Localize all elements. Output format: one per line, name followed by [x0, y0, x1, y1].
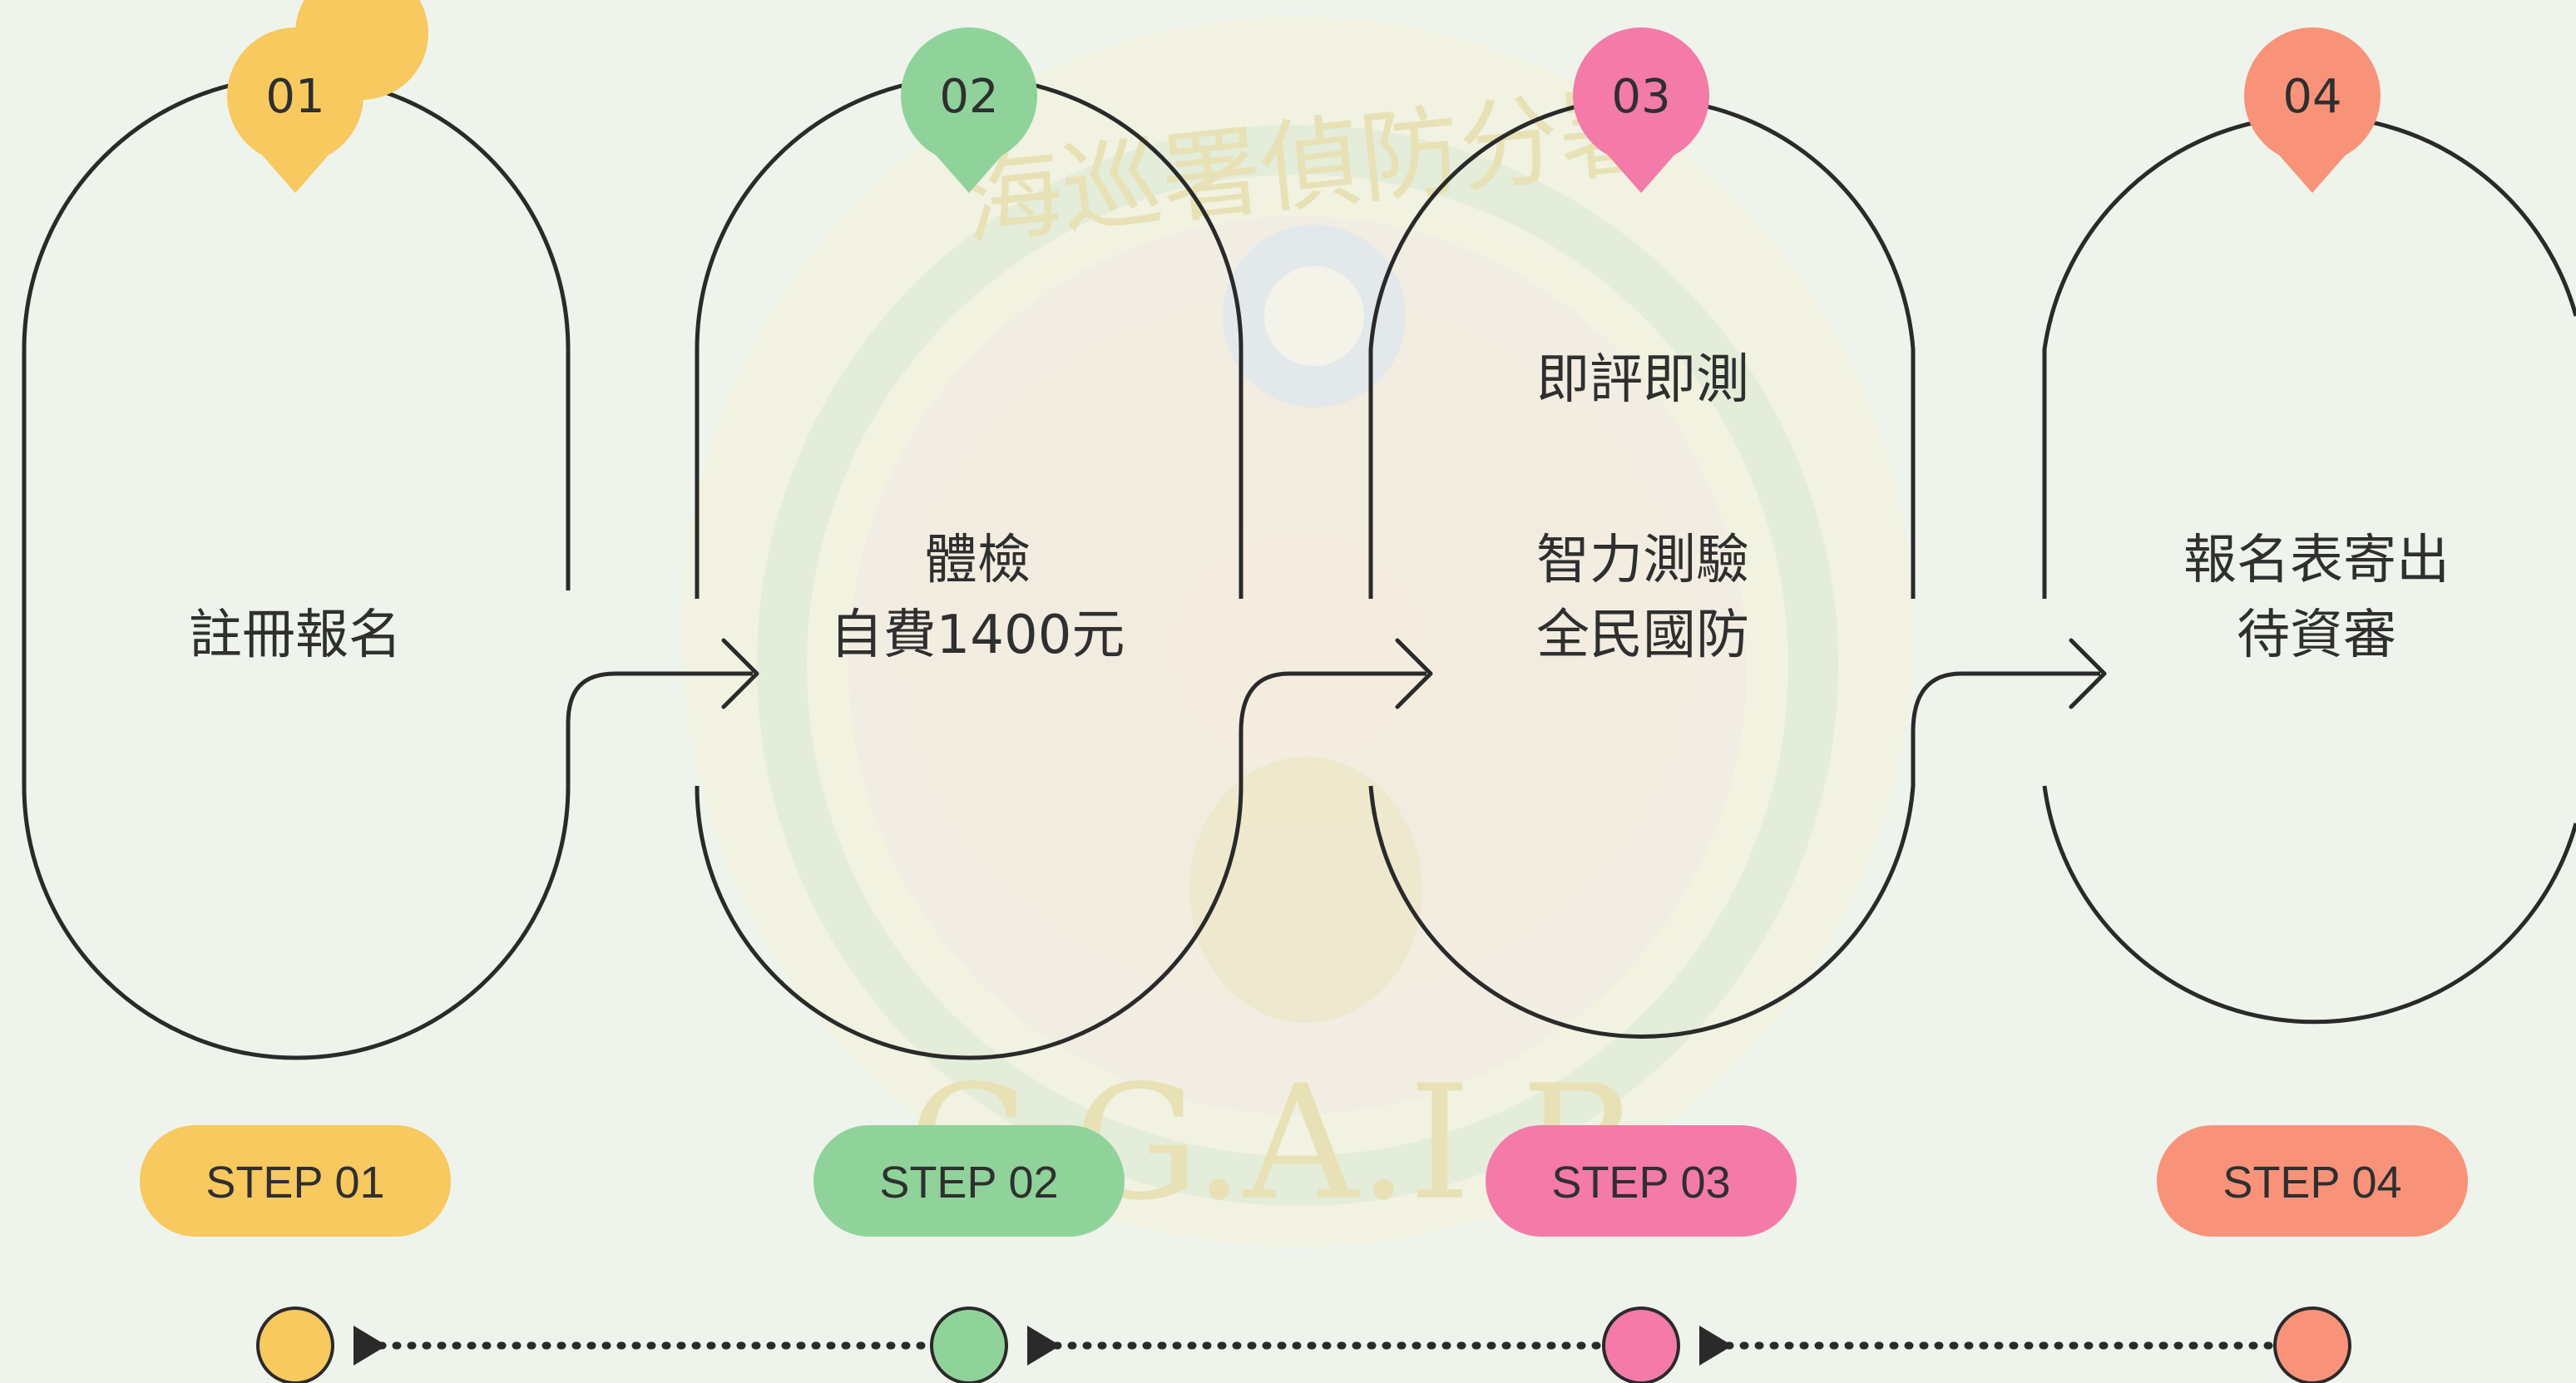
pin-4-label: 04 [2282, 70, 2341, 124]
step-4-line-1: 報名表寄出 [2183, 530, 2450, 591]
pin-3: 03 [1573, 27, 1709, 193]
step-2-text: 體檢 自費1400元 [830, 530, 1125, 666]
pin-2-label: 02 [939, 70, 998, 124]
arrowhead-3 [2069, 638, 2107, 709]
capsule-3-bottom [1368, 671, 2100, 1039]
capsule-4-bottom [2042, 785, 2576, 1025]
track-dot-4 [2273, 1306, 2351, 1383]
track-dot-2 [930, 1306, 1008, 1383]
track-arrow-2 [1027, 1326, 1061, 1366]
step-1-line-1: 註冊報名 [189, 605, 402, 666]
step-1-text: 註冊報名 [189, 605, 402, 666]
step-4-text: 報名表寄出 待資審 [2183, 530, 2450, 666]
progress-track [256, 1306, 2351, 1383]
step-pill-2-label: STEP 02 [879, 1158, 1058, 1208]
step-pill-4-label: STEP 04 [2222, 1158, 2401, 1208]
step-3-text: 即評即測 智力測驗 全民國防 [1536, 349, 1749, 666]
step-3-line-3: 智力測驗 [1536, 530, 1749, 591]
watermark-emblem: 海巡署偵防分署 C.G.A.I.B. [682, 17, 1913, 1247]
step-pill-3: STEP 03 [1486, 1125, 1797, 1237]
step-pill-1-label: STEP 01 [205, 1158, 384, 1208]
step-4-line-2: 待資審 [2237, 605, 2396, 666]
step-3-line-4: 全民國防 [1536, 605, 1749, 666]
arrowheads [721, 638, 2107, 709]
capsule-1 [22, 75, 753, 1060]
pin-1: 01 [227, 0, 428, 193]
step-pill-3-label: STEP 03 [1551, 1158, 1730, 1208]
step-pill-2: STEP 02 [813, 1125, 1125, 1237]
step-2-line-1: 體檢 [924, 530, 1031, 591]
step-pill-1: STEP 01 [140, 1125, 451, 1237]
capsule-2-bottom [695, 671, 1426, 1060]
track-arrow-3 [1699, 1326, 1733, 1366]
arrowhead-2 [1395, 638, 1433, 709]
arrowhead-1 [721, 638, 759, 709]
pin-2: 02 [901, 27, 1037, 193]
step-pill-4: STEP 04 [2157, 1125, 2468, 1237]
pin-3-label: 03 [1611, 70, 1670, 124]
step-3-line-1: 即評即測 [1536, 349, 1749, 411]
track-arrow-1 [354, 1326, 387, 1366]
track-dot-1 [256, 1306, 334, 1383]
pin-4: 04 [2244, 27, 2381, 193]
step-2-line-2: 自費1400元 [830, 605, 1125, 666]
track-dot-3 [1602, 1306, 1680, 1383]
pin-1-label: 01 [265, 70, 324, 124]
